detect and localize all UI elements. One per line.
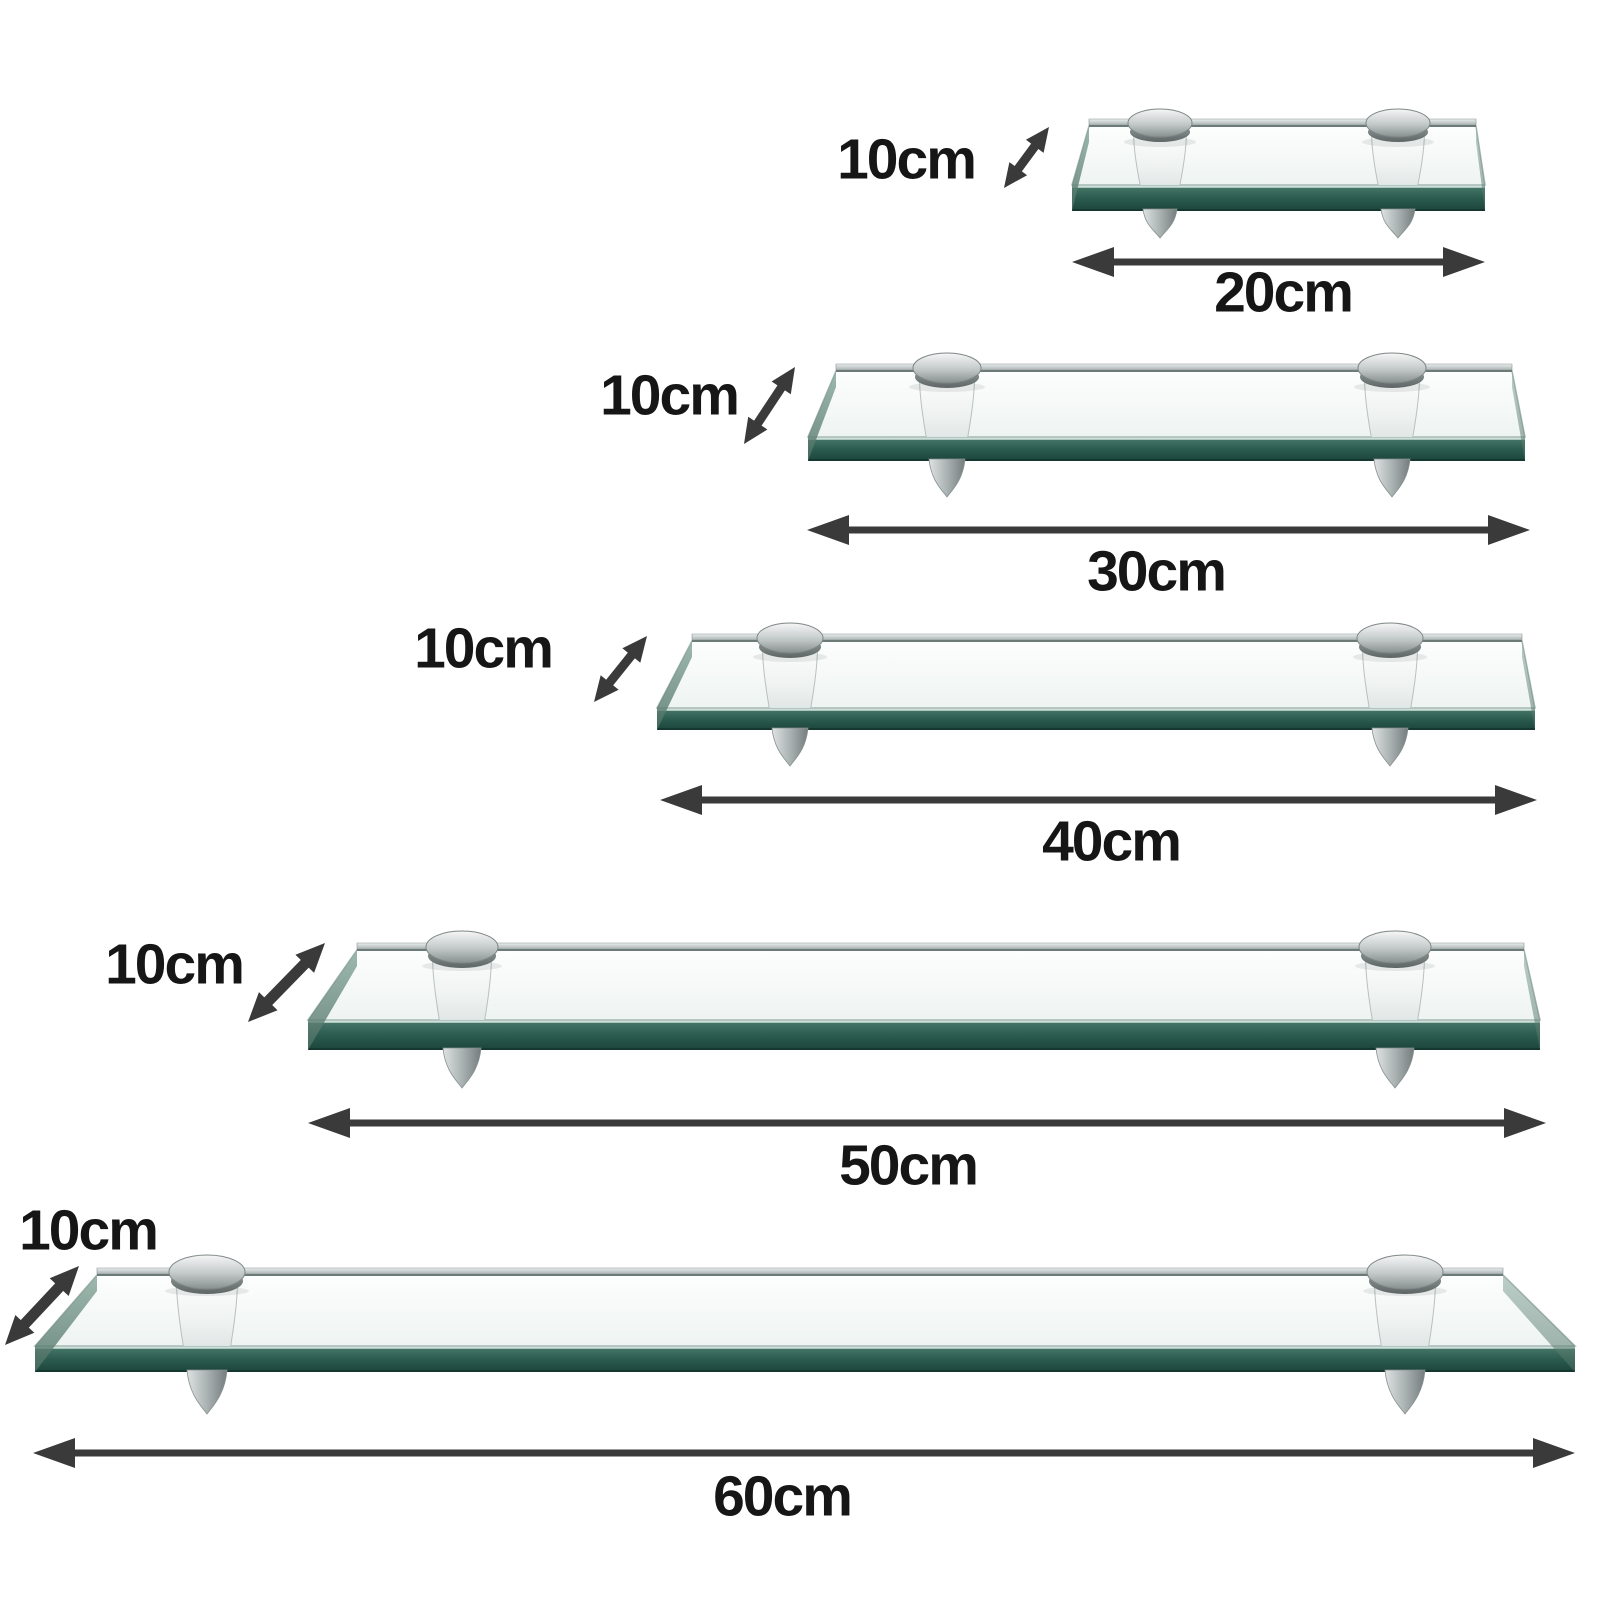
arrow-head bbox=[594, 675, 619, 702]
bracket-spike bbox=[928, 458, 966, 498]
bracket-spike bbox=[1380, 208, 1416, 239]
arrow-head bbox=[660, 785, 702, 815]
shelf-group-20cm bbox=[1004, 108, 1486, 277]
shelf-group-30cm bbox=[744, 352, 1530, 545]
bracket-cap bbox=[1366, 1254, 1444, 1290]
depth-arrow-icon bbox=[248, 943, 325, 1022]
width-arrow-icon bbox=[33, 1438, 1575, 1468]
bracket-cap bbox=[1356, 622, 1424, 654]
bracket-spike bbox=[1371, 727, 1409, 767]
depth-label: 10cm bbox=[414, 616, 554, 681]
arrow-head bbox=[622, 636, 647, 663]
glass-left-side bbox=[657, 641, 692, 730]
arrow-shaft bbox=[1011, 139, 1042, 176]
arrow-shaft bbox=[16, 1279, 68, 1332]
glass-right-side bbox=[1503, 1275, 1575, 1372]
arrow-head bbox=[1443, 247, 1485, 277]
arrow-head bbox=[1533, 1438, 1575, 1468]
arrow-head bbox=[1504, 1108, 1546, 1138]
bracket-cap bbox=[1127, 108, 1193, 138]
bracket-cap bbox=[1358, 930, 1432, 964]
bracket-cap bbox=[425, 930, 499, 964]
glass-left-side bbox=[35, 1275, 97, 1372]
width-arrow-icon bbox=[1072, 247, 1485, 277]
depth-label: 10cm bbox=[19, 1198, 159, 1263]
glass-right-side bbox=[1522, 641, 1535, 730]
glass-front-edge bbox=[308, 1020, 1540, 1050]
arrow-head bbox=[248, 992, 278, 1022]
bracket-spike bbox=[442, 1047, 482, 1089]
shelf-group-60cm bbox=[5, 1254, 1577, 1468]
width-label: 60cm bbox=[713, 1464, 853, 1529]
glass-left-side bbox=[308, 950, 357, 1050]
bracket-spike bbox=[1375, 1047, 1415, 1089]
arrow-head bbox=[5, 1314, 35, 1345]
glass-right-side bbox=[1512, 371, 1525, 461]
bracket-cap bbox=[912, 352, 982, 384]
bracket-spike bbox=[1384, 1369, 1426, 1415]
glass-right-side bbox=[1476, 126, 1485, 211]
arrow-head bbox=[771, 367, 795, 395]
arrow-head bbox=[1488, 515, 1530, 545]
depth-arrow-icon bbox=[744, 367, 795, 444]
arrow-head bbox=[744, 416, 768, 444]
bracket-cap bbox=[1357, 352, 1427, 384]
width-label: 30cm bbox=[1087, 539, 1227, 604]
depth-label: 10cm bbox=[105, 932, 245, 997]
bracket-cap bbox=[168, 1254, 246, 1290]
glass-back-edge bbox=[356, 942, 1525, 950]
bracket-cap bbox=[756, 622, 824, 654]
arrow-shaft bbox=[603, 648, 638, 690]
width-arrow-icon bbox=[308, 1108, 1546, 1138]
width-arrow-icon bbox=[807, 515, 1530, 545]
arrow-head bbox=[1025, 127, 1049, 153]
width-label: 50cm bbox=[839, 1133, 979, 1198]
depth-arrow-icon bbox=[594, 636, 647, 702]
glass-front-edge bbox=[808, 437, 1525, 461]
glass-front-edge bbox=[1072, 185, 1485, 211]
glass-left-side bbox=[1072, 126, 1089, 211]
arrow-head bbox=[1495, 785, 1537, 815]
bracket-cap bbox=[1365, 108, 1431, 138]
glass-front-edge bbox=[35, 1346, 1575, 1372]
arrow-head bbox=[1072, 247, 1114, 277]
shelf-group-40cm bbox=[594, 622, 1537, 815]
arrow-head bbox=[807, 515, 849, 545]
depth-label: 10cm bbox=[837, 127, 977, 192]
glass-right-side bbox=[1524, 950, 1540, 1050]
glass-front-edge bbox=[657, 708, 1535, 730]
arrow-head bbox=[49, 1266, 79, 1297]
arrow-head bbox=[1004, 162, 1028, 188]
bracket-spike bbox=[1373, 458, 1411, 498]
bracket-spike bbox=[1142, 208, 1178, 239]
shelf-group-50cm bbox=[248, 930, 1546, 1138]
width-arrow-icon bbox=[660, 785, 1537, 815]
width-label: 40cm bbox=[1042, 809, 1182, 874]
bracket-spike bbox=[186, 1369, 228, 1415]
depth-arrow-icon bbox=[5, 1266, 79, 1345]
depth-arrow-icon bbox=[1004, 127, 1049, 188]
arrow-shaft bbox=[751, 381, 788, 430]
arrow-shaft bbox=[260, 955, 313, 1010]
bracket-spike bbox=[771, 727, 809, 767]
glass-top-face bbox=[33, 1274, 1577, 1347]
glass-back-edge bbox=[96, 1267, 1504, 1275]
depth-label: 10cm bbox=[600, 363, 740, 428]
width-label: 20cm bbox=[1214, 260, 1354, 325]
arrow-head bbox=[33, 1438, 75, 1468]
glass-left-side bbox=[808, 371, 836, 461]
arrow-head bbox=[295, 943, 325, 973]
arrow-head bbox=[308, 1108, 350, 1138]
